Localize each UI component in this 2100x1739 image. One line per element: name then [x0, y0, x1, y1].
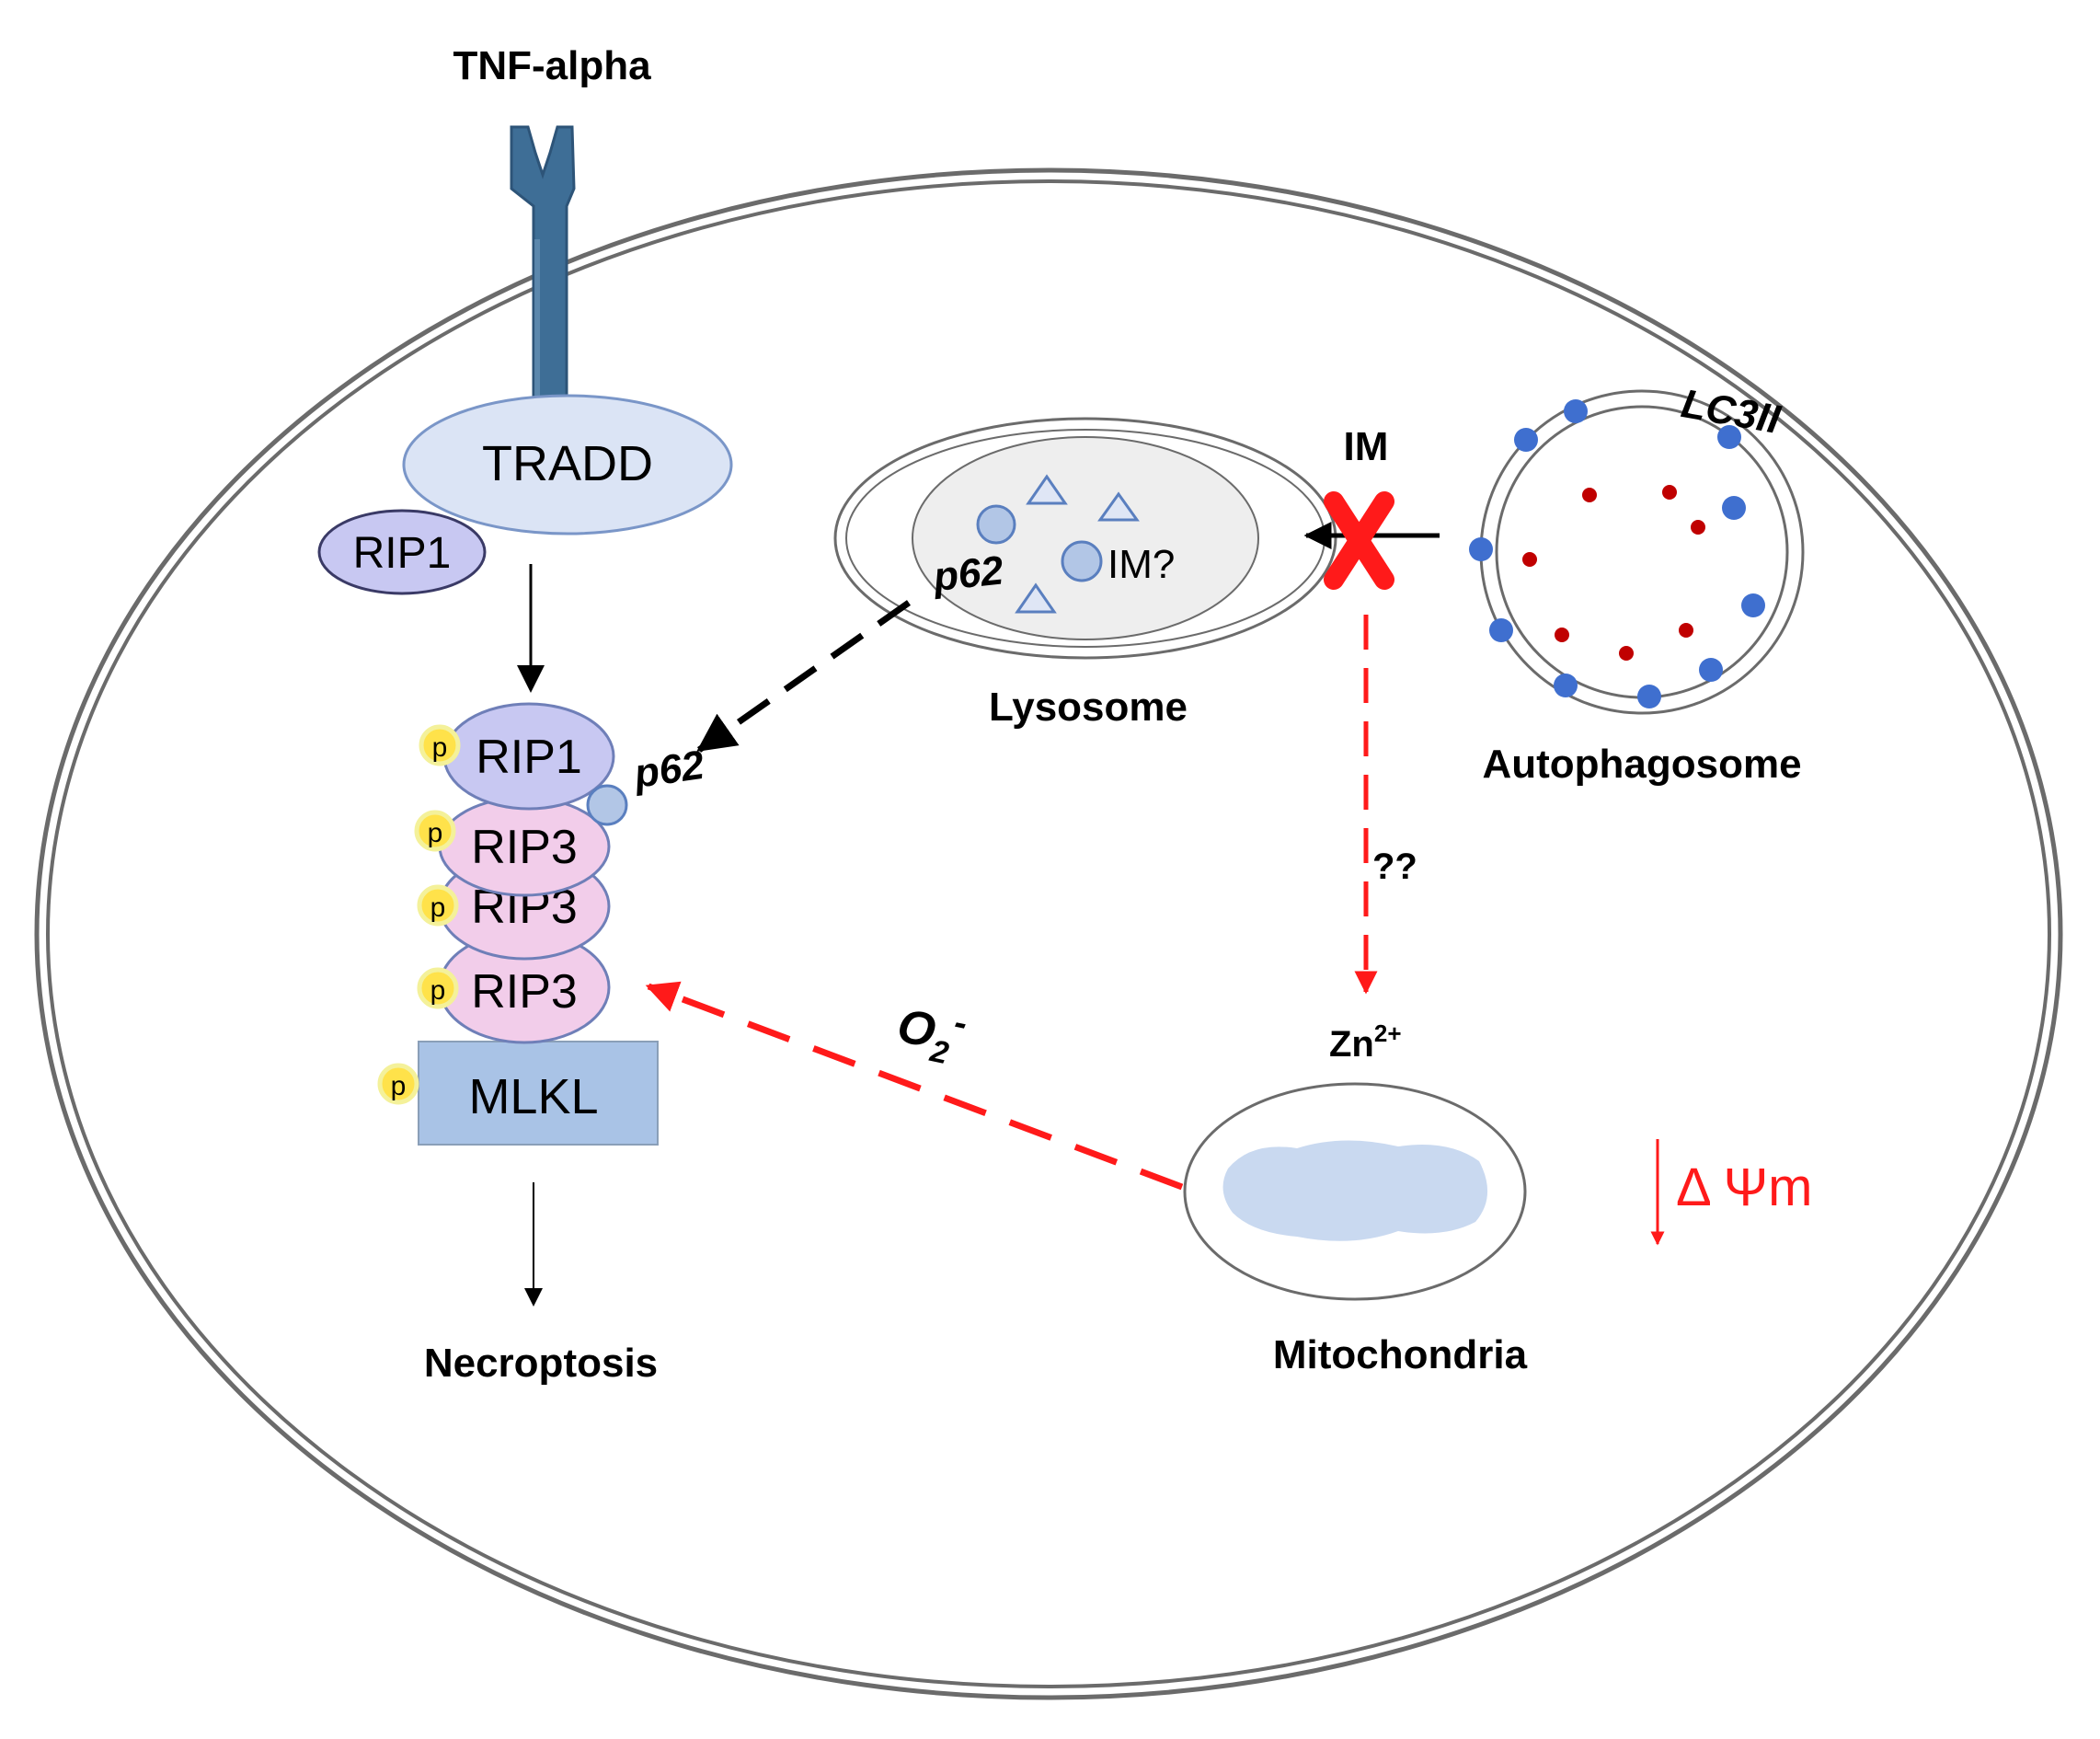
necrosome-complex: MLKL RIP3 RIP3 RIP3 RIP1 p p p p — [377, 702, 659, 1146]
autophagosome — [1469, 389, 1805, 715]
lc3-dot — [1637, 685, 1661, 708]
rip1-free-protein: RIP1 — [317, 509, 487, 595]
cargo-dot — [1662, 485, 1677, 500]
lc3-dot — [1514, 428, 1538, 452]
p62-dot-lysosome — [976, 504, 1016, 545]
p62-lysosome-label: p62 — [931, 547, 1006, 600]
unknown-mechanism-label: ?? — [1372, 846, 1417, 887]
cargo-dot — [1522, 552, 1537, 567]
tradd-label: TRADD — [482, 436, 653, 491]
im-question-label: IM? — [1107, 542, 1175, 587]
cargo-dot — [1619, 646, 1634, 661]
phospho-marker: p — [414, 810, 456, 852]
lc3-dot — [1564, 399, 1588, 423]
svg-text:p: p — [430, 975, 446, 1006]
rip3-label-c: RIP3 — [471, 965, 578, 1019]
mitochondria-matrix — [1222, 1140, 1488, 1241]
svg-text:p: p — [428, 818, 443, 848]
mlkl-protein — [418, 1041, 659, 1146]
rip1-complex-label: RIP1 — [476, 731, 582, 784]
mlkl-label: MLKL — [468, 1069, 598, 1124]
tnf-alpha-label: TNF-alpha — [453, 43, 651, 88]
membrane-potential-label: Δ Ψm — [1676, 1157, 1812, 1217]
phospho-marker: p — [417, 884, 459, 927]
mitochondria — [1183, 1082, 1527, 1301]
zinc-label: Zn2+ — [1329, 1019, 1402, 1065]
autophagosome-label: Autophagosome — [1482, 742, 1801, 787]
lc3-dot — [1722, 496, 1746, 520]
im-label: IM — [1344, 424, 1389, 469]
p62-release-arrow — [696, 600, 912, 753]
tradd-protein: TRADD — [402, 394, 733, 536]
cargo-dot — [1691, 520, 1705, 535]
lysosome — [833, 417, 1337, 660]
cell-membrane — [34, 167, 2063, 1700]
lc3-dot — [1469, 537, 1493, 561]
cargo-dot — [1555, 628, 1569, 642]
p62-dot-complex — [586, 784, 628, 826]
triangle-cargo — [1015, 582, 1057, 614]
necroptosis-label: Necroptosis — [424, 1341, 658, 1386]
im-dot-lysosome — [1061, 540, 1103, 582]
phospho-marker: p — [417, 967, 459, 1009]
svg-text:p: p — [432, 732, 448, 763]
lysosome-label: Lysosome — [989, 685, 1188, 730]
lc3-dot — [1741, 593, 1765, 617]
lc3-dot — [1554, 674, 1578, 697]
lc3-dot — [1489, 618, 1513, 642]
phospho-marker: p — [419, 724, 461, 766]
rip3-label-a: RIP3 — [471, 821, 578, 874]
superoxide-label: O2- — [890, 991, 970, 1074]
svg-text:p: p — [391, 1071, 407, 1101]
mitochondria-label: Mitochondria — [1273, 1332, 1528, 1377]
triangle-cargo — [1026, 474, 1068, 505]
superoxide-arrow — [645, 981, 1184, 1191]
triangle-cargo — [1097, 491, 1140, 522]
phospho-marker: p — [377, 1063, 419, 1105]
cargo-dot — [1582, 488, 1597, 502]
svg-text:p: p — [430, 893, 446, 923]
lc3-dot — [1699, 658, 1723, 682]
cargo-dot — [1679, 623, 1693, 638]
lc3-label: LC3II — [1678, 381, 1784, 443]
inhibition-x-icon — [1324, 491, 1394, 590]
lc3-dot — [1717, 425, 1741, 449]
rip1-free-label: RIP1 — [353, 529, 452, 578]
p62-complex-label: p62 — [631, 743, 707, 797]
